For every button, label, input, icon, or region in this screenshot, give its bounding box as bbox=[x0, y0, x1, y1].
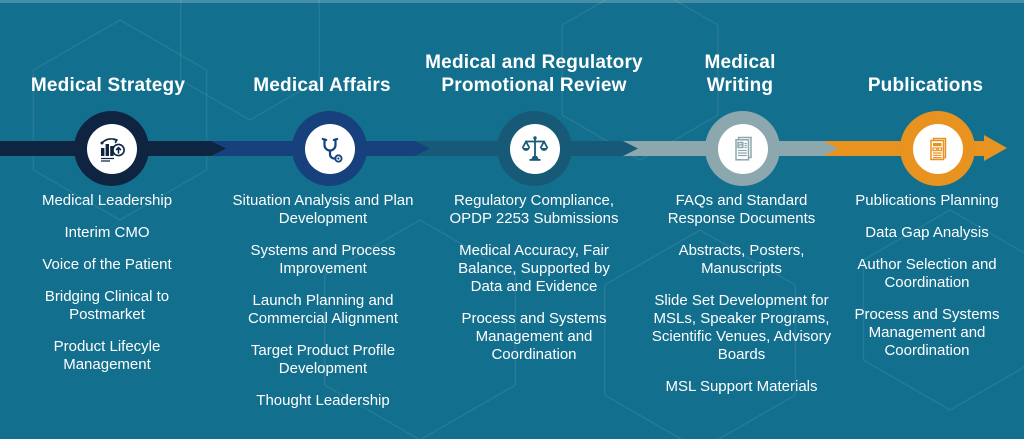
list-item: Situation Analysis and Plan Development bbox=[232, 192, 414, 227]
newspaper-icon bbox=[922, 133, 954, 165]
column-title-medical-strategy: Medical Strategy bbox=[8, 38, 208, 98]
list-item: Thought Leadership bbox=[256, 392, 390, 409]
list-item: Regulatory Compliance, OPDP 2253 Submiss… bbox=[449, 192, 619, 227]
title-line: Promotional Review bbox=[441, 75, 627, 97]
list-item: Publications Planning bbox=[855, 192, 999, 209]
top-edge-highlight bbox=[0, 0, 1024, 3]
list-item: Slide Set Development for MSLs, Speaker … bbox=[651, 292, 832, 363]
column-title-publications: Publications bbox=[838, 38, 1013, 98]
list-item: Medical Accuracy, Fair Balance, Supporte… bbox=[458, 242, 610, 295]
column-title-medical-regulatory-promotional-review: Medical and Regulatory Promotional Revie… bbox=[415, 38, 653, 98]
list-item: Abstracts, Posters, Manuscripts bbox=[678, 242, 805, 277]
scales-icon bbox=[519, 133, 551, 165]
list-item: Author Selection and Coordination bbox=[857, 256, 997, 291]
list-item: Launch Planning and Commercial Alignment bbox=[247, 292, 399, 327]
milestone-medical-writing bbox=[705, 111, 780, 186]
bar-chart-trend-icon bbox=[96, 133, 128, 165]
report-document-icon bbox=[727, 133, 759, 165]
milestone-medical-regulatory bbox=[497, 111, 572, 186]
list-medical-strategy: Medical Leadership Interim CMO Voice of … bbox=[17, 192, 197, 388]
title-line: Writing bbox=[706, 75, 774, 97]
list-item: Systems and Process Improvement bbox=[250, 242, 396, 277]
column-title-medical-affairs: Medical Affairs bbox=[222, 38, 422, 98]
milestone-publications bbox=[900, 111, 975, 186]
list-medical-affairs: Situation Analysis and Plan Development … bbox=[227, 192, 419, 424]
list-publications: Publications Planning Data Gap Analysis … bbox=[852, 192, 1002, 374]
timeline-end-arrowhead bbox=[984, 135, 1007, 161]
list-item: Data Gap Analysis bbox=[865, 224, 989, 241]
list-medical-writing: FAQs and Standard Response Documents Abs… bbox=[645, 192, 838, 410]
title-line: Medical bbox=[704, 52, 776, 74]
list-item: Interim CMO bbox=[64, 224, 150, 241]
list-item: Process and Systems Management and Coord… bbox=[461, 310, 607, 363]
list-item: Product Lifecyle Management bbox=[53, 338, 161, 373]
title-line: Medical and Regulatory bbox=[425, 52, 643, 74]
list-item: Process and Systems Management and Coord… bbox=[854, 306, 1000, 359]
list-item: Target Product Profile Development bbox=[250, 342, 396, 377]
list-medical-regulatory: Regulatory Compliance, OPDP 2253 Submiss… bbox=[444, 192, 624, 378]
milestone-medical-affairs bbox=[292, 111, 367, 186]
title-line: Medical Strategy bbox=[30, 75, 186, 97]
milestone-medical-strategy bbox=[74, 111, 149, 186]
stethoscope-icon bbox=[314, 133, 346, 165]
title-line: Medical Affairs bbox=[253, 75, 391, 97]
title-line: Publications bbox=[867, 75, 984, 97]
column-title-medical-writing: Medical Writing bbox=[640, 38, 840, 98]
list-item: MSL Support Materials bbox=[665, 378, 818, 395]
list-item: Bridging Clinical to Postmarket bbox=[44, 288, 170, 323]
list-item: FAQs and Standard Response Documents bbox=[667, 192, 816, 227]
list-item: Voice of the Patient bbox=[42, 256, 172, 273]
list-item: Medical Leadership bbox=[41, 192, 173, 209]
